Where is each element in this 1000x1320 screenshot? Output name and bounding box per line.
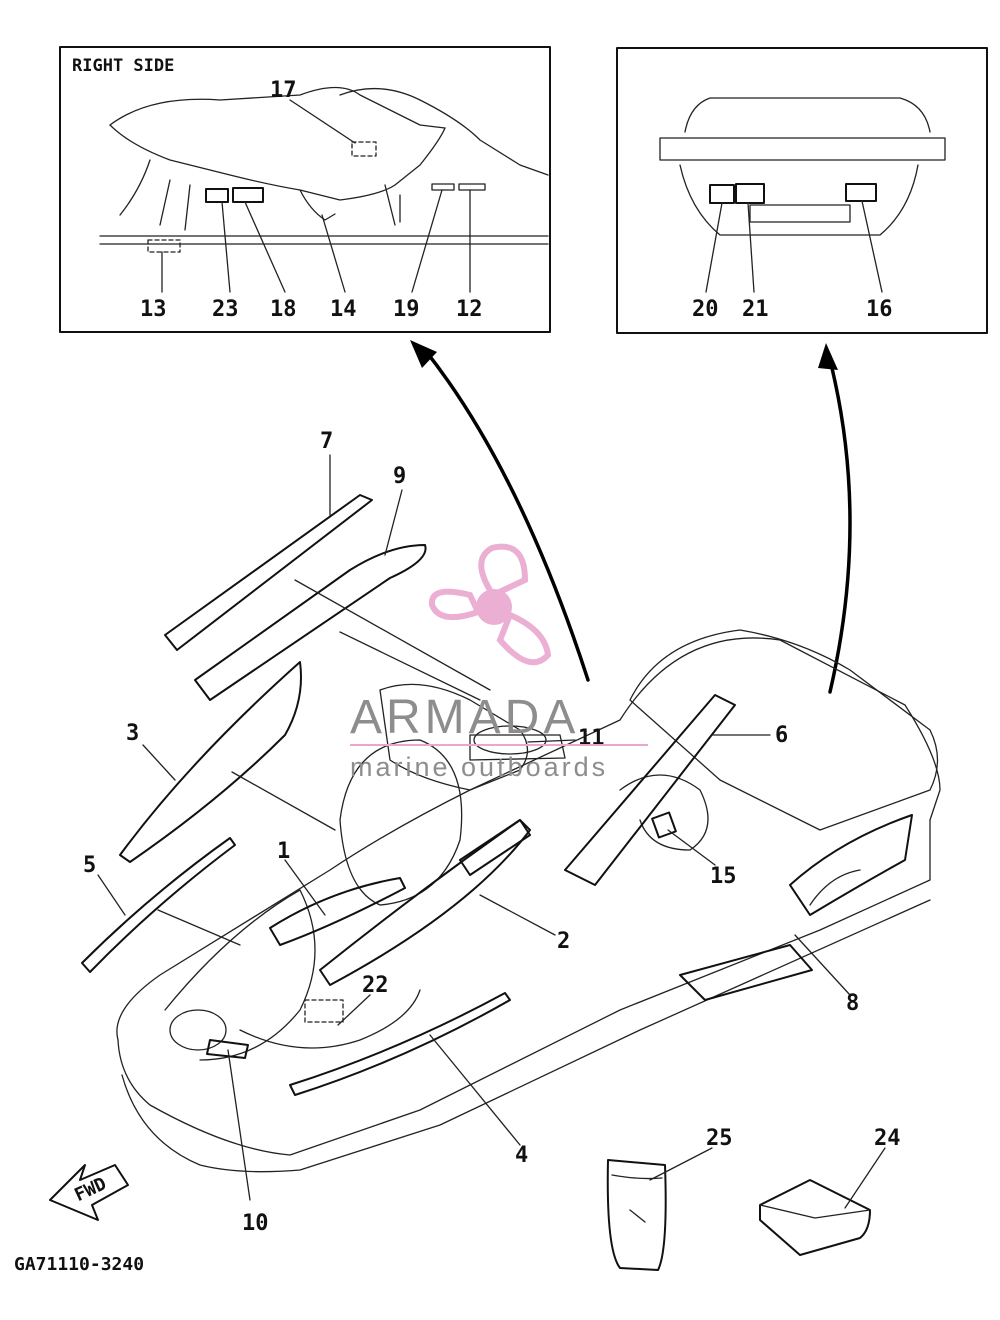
loose-decals <box>81 494 491 973</box>
callout-15: 15 <box>710 864 737 889</box>
accessories <box>606 1147 886 1271</box>
decal-5-shape <box>81 837 236 973</box>
callout-10: 10 <box>242 1211 269 1236</box>
callout-23: 23 <box>212 297 239 322</box>
pouch-25-shape <box>606 1159 667 1271</box>
callout-4: 4 <box>515 1143 528 1168</box>
callout-6: 6 <box>775 723 788 748</box>
main-callouts: 7 9 3 11 6 5 1 15 2 22 8 4 10 25 24 <box>83 429 901 1236</box>
propeller-logo-icon <box>428 543 552 666</box>
decal-7-shape <box>164 494 373 651</box>
decal-9-shape <box>194 544 427 701</box>
callout-20: 20 <box>692 297 719 322</box>
watercraft-illustration <box>116 629 941 1173</box>
diagram-code: GA71110-3240 <box>14 1254 144 1275</box>
inset-rear-view: 20 21 16 <box>616 47 988 334</box>
callout-3: 3 <box>126 721 139 746</box>
callout-13: 13 <box>140 297 167 322</box>
callout-1: 1 <box>277 839 290 864</box>
inset-header: RIGHT SIDE <box>72 56 174 76</box>
callout-22: 22 <box>362 973 389 998</box>
callout-8: 8 <box>846 991 859 1016</box>
callout-25: 25 <box>706 1126 733 1151</box>
callout-17: 17 <box>270 78 297 103</box>
inset-arrows <box>410 340 852 694</box>
fwd-label: FWD <box>71 1173 109 1206</box>
callout-9: 9 <box>393 464 406 489</box>
main-leaders <box>97 454 851 1201</box>
watermark-subtitle: marine outboards <box>350 752 608 782</box>
callout-19: 19 <box>393 297 420 322</box>
callout-24: 24 <box>874 1126 901 1151</box>
callout-2: 2 <box>557 929 570 954</box>
armada-watermark: ARMADA marine outboards <box>350 543 648 782</box>
inset-right-side: RIGHT SIDE 17 13 23 18 14 19 12 <box>59 46 551 333</box>
callout-21: 21 <box>742 297 769 322</box>
decal-3-shape <box>119 661 302 863</box>
callout-5: 5 <box>83 853 96 878</box>
callout-11: 11 <box>578 726 605 751</box>
watermark-title: ARMADA <box>350 691 579 744</box>
callout-14: 14 <box>330 297 357 322</box>
callout-7: 7 <box>320 429 333 454</box>
callout-12: 12 <box>456 297 483 322</box>
callout-18: 18 <box>270 297 297 322</box>
callout-16: 16 <box>866 297 893 322</box>
forward-arrow: FWD <box>49 1164 129 1221</box>
